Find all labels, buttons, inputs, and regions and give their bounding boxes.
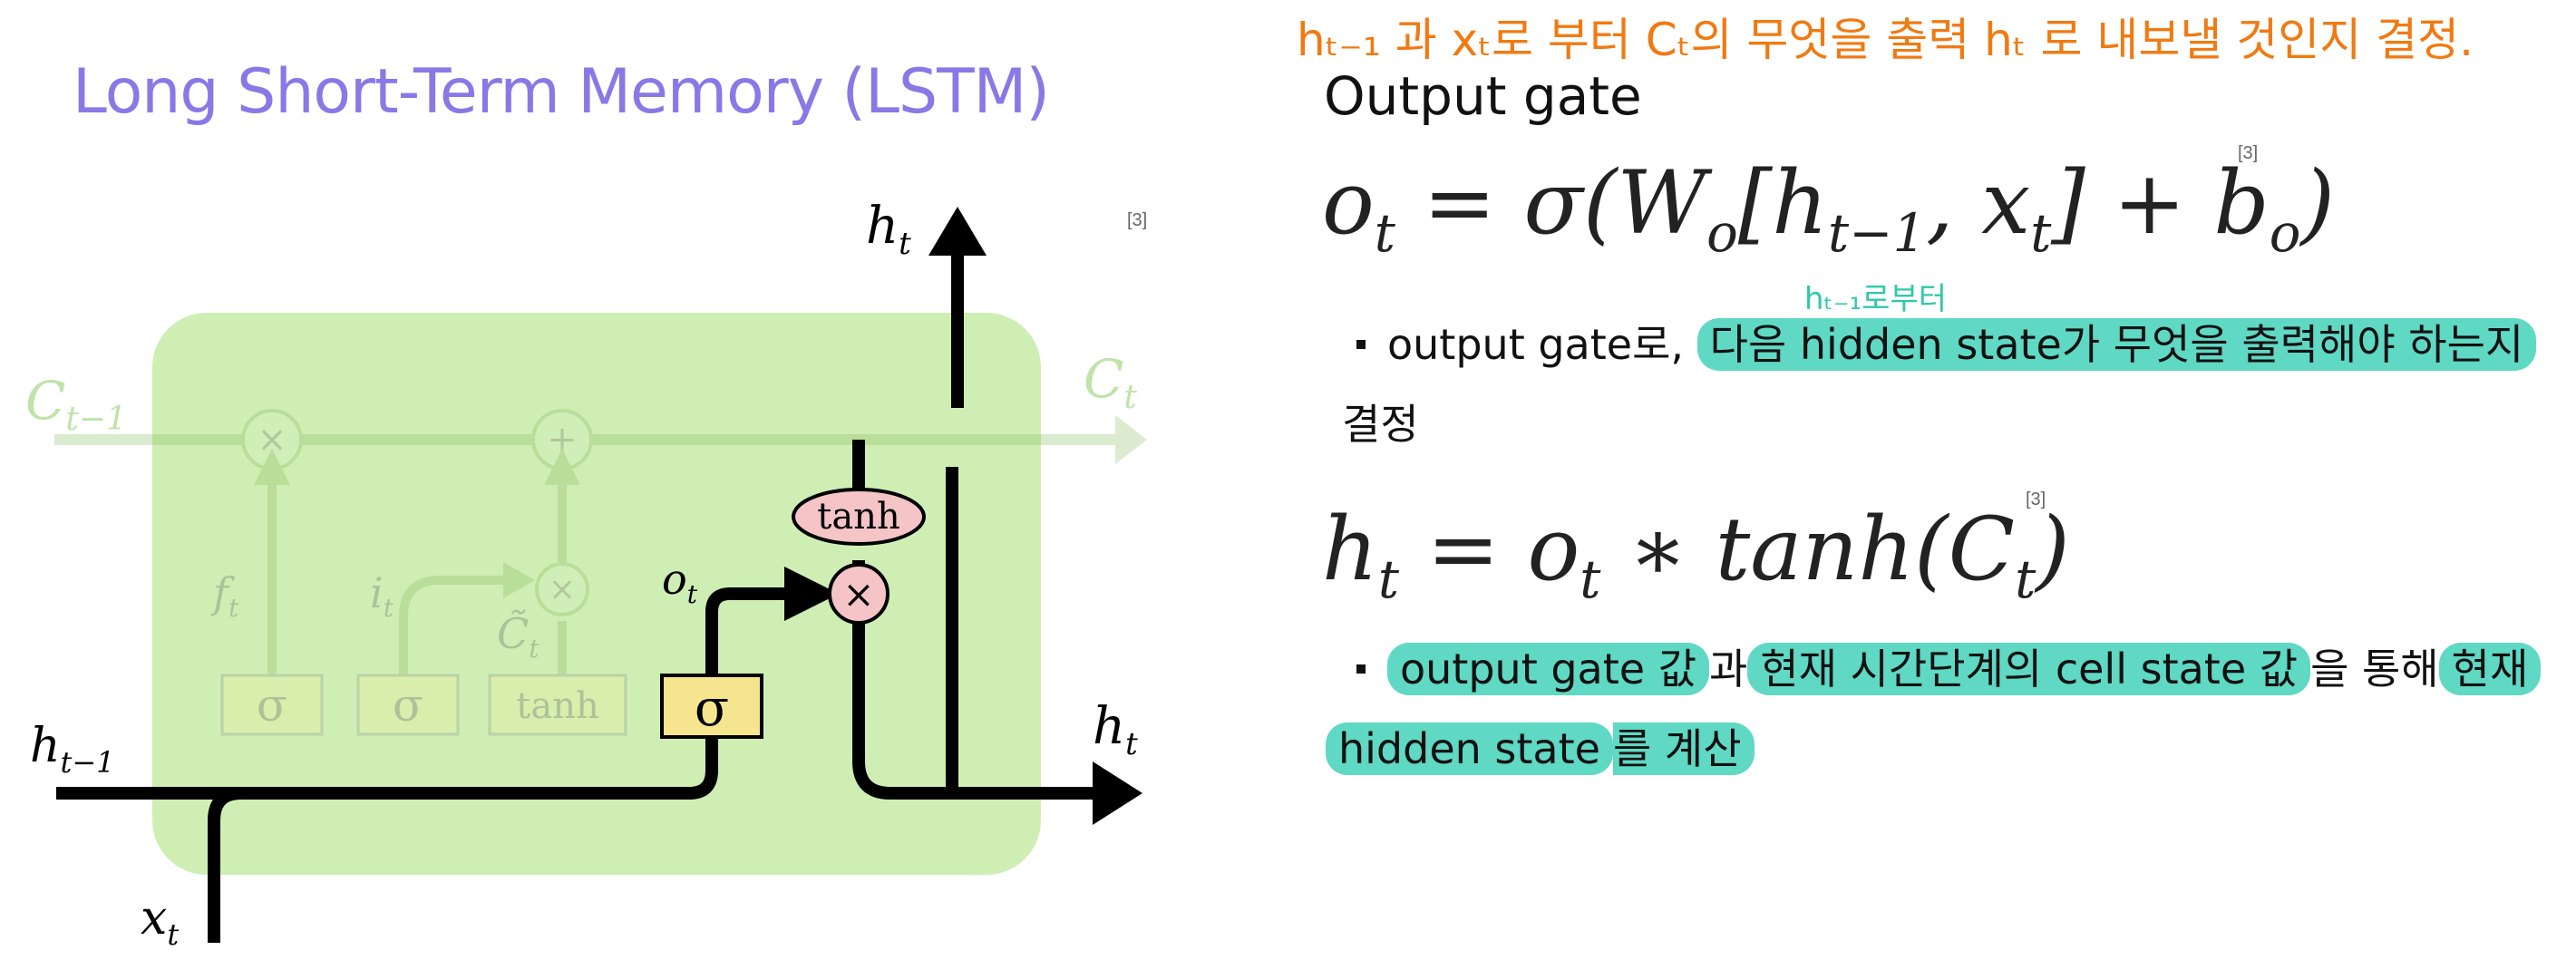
o-gate-label: ot xyxy=(662,555,698,609)
bullet-marker xyxy=(1356,664,1366,674)
bullet-marker xyxy=(1356,339,1366,349)
hidden-state-formula: ht = ot ∗ tanh(Ct) xyxy=(1322,499,2070,611)
handwritten-small-note: hₜ₋₁로부터 xyxy=(1804,281,1947,317)
h-out-path xyxy=(852,621,1097,800)
diagram-ref: [3] xyxy=(1127,210,1148,230)
lstm-diagram: × + × σ σ tanh ft it C̃t Ct−1 Ct xyxy=(25,197,1147,952)
svg-text:σ: σ xyxy=(257,679,287,732)
output-gate-formula: ot = σ(Wo[ht−1, xt] + bo) xyxy=(1322,152,2335,265)
sigma-gate xyxy=(660,674,763,739)
h-prev-label: ht−1 xyxy=(30,719,115,780)
svg-text:C̃t: C̃t xyxy=(497,609,540,664)
section-heading: Output gate xyxy=(1324,65,1642,127)
multiply-node xyxy=(828,563,889,625)
svg-text:tanh: tanh xyxy=(817,496,899,538)
c-prev-label: Ct−1 xyxy=(25,370,127,438)
h-prev-path xyxy=(56,716,718,800)
formula2-ref: [3] xyxy=(2026,490,2046,509)
h-out-top-label: ht xyxy=(866,197,911,262)
tanh-node xyxy=(792,488,926,546)
svg-text:σ: σ xyxy=(695,679,729,738)
svg-text:×: × xyxy=(549,571,576,608)
bullet-1: output gate로, 다음 hidden state가 무엇을 출력해야 … xyxy=(1356,312,2537,372)
handwritten-note: hₜ₋₁ 과 xₜ로 부터 Cₜ의 무엇을 출력 hₜ 로 내보낼 것인지 결정… xyxy=(1297,14,2474,66)
lstm-cell-box xyxy=(152,313,1041,875)
c-next-label: Ct xyxy=(1084,348,1137,416)
svg-text:σ: σ xyxy=(393,679,423,732)
svg-text:tanh: tanh xyxy=(516,685,598,727)
h-out-right-label: ht xyxy=(1093,697,1138,762)
x-input-label: xt xyxy=(141,891,179,952)
x-input-path xyxy=(208,787,242,943)
svg-text:×: × xyxy=(842,572,874,616)
o-gate-path xyxy=(705,587,789,675)
slide-title: Long Short-Term Memory (LSTM) xyxy=(73,56,1050,128)
faded-gates: × + × σ σ tanh ft it C̃t xyxy=(54,409,1147,736)
bullet-1-continuation: 결정 xyxy=(1342,400,1419,449)
svg-text:it: it xyxy=(370,568,394,623)
faded-mul-label: × xyxy=(257,419,287,461)
highlight: 다음 hidden state가 무엇을 출력해야 하는지 xyxy=(1696,318,2537,371)
svg-text:+: + xyxy=(547,419,578,461)
formula1-ref: [3] xyxy=(2238,143,2259,163)
